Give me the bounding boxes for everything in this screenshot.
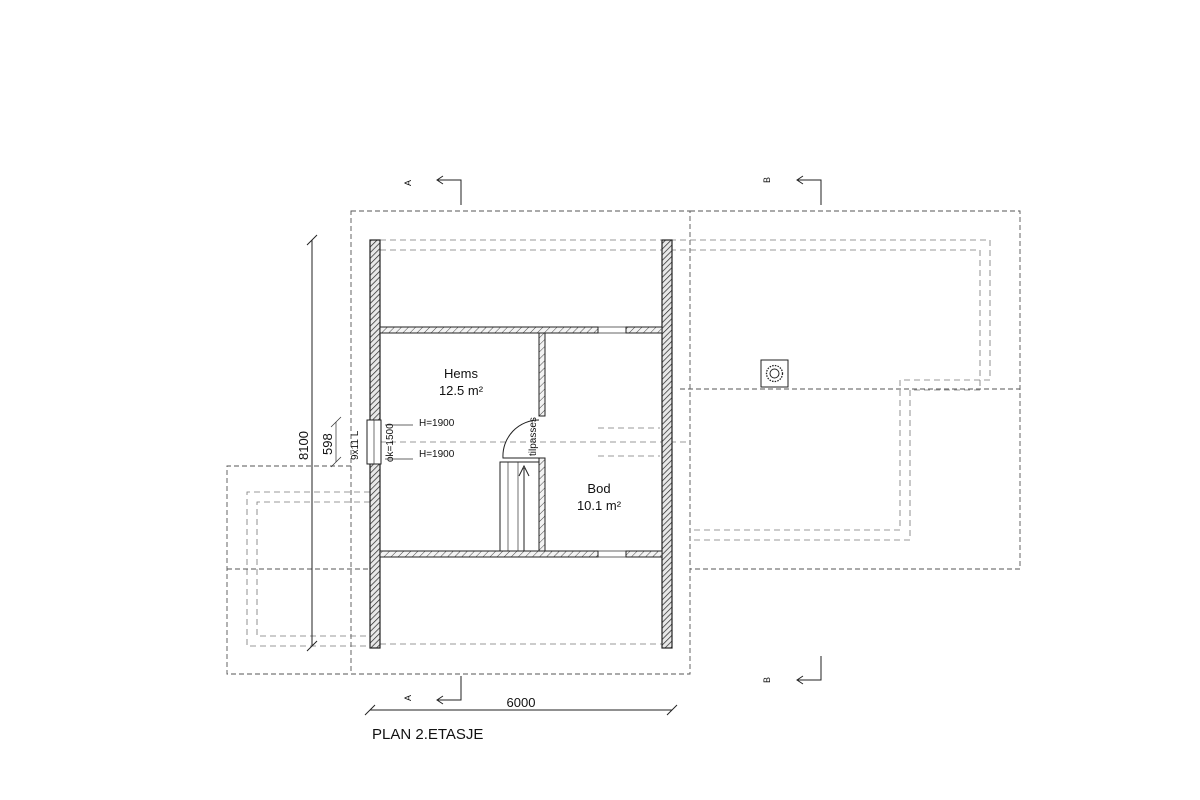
section-b-bottom-label: B bbox=[762, 677, 772, 683]
dimension-horizontal bbox=[364, 704, 678, 716]
room-area-bod: 10.1 m² bbox=[577, 498, 622, 513]
roof-outline bbox=[226, 210, 1021, 675]
room-name-bod: Bod bbox=[587, 481, 610, 496]
exterior-walls bbox=[369, 239, 673, 649]
window bbox=[366, 419, 413, 465]
stair bbox=[499, 461, 540, 552]
section-a-bottom-label: A bbox=[403, 695, 413, 701]
h-label-1: H=1900 bbox=[419, 418, 455, 429]
section-marker-a-bottom bbox=[436, 676, 462, 705]
h-label-2: H=1900 bbox=[419, 449, 455, 460]
room-name-hems: Hems bbox=[444, 366, 478, 381]
chimney bbox=[760, 359, 789, 388]
dimension-vertical bbox=[306, 234, 342, 652]
dimension-height-label: 8100 bbox=[296, 431, 311, 460]
door bbox=[502, 419, 540, 459]
ok-label: ok=1500 bbox=[385, 423, 396, 462]
plan-title: PLAN 2.ETASJE bbox=[372, 726, 483, 743]
stair-label: tilpasses bbox=[528, 417, 539, 456]
section-marker-b-bottom bbox=[796, 656, 822, 685]
section-a-top-label: A bbox=[403, 180, 413, 186]
section-marker-a-top bbox=[436, 175, 462, 205]
section-b-top-label: B bbox=[762, 177, 772, 183]
section-marker-b-top bbox=[796, 175, 822, 205]
room-area-hems: 12.5 m² bbox=[439, 383, 484, 398]
dimension-window-label: 598 bbox=[320, 433, 335, 455]
dimension-width-label: 6000 bbox=[507, 695, 536, 710]
window-label: 9x11 L bbox=[350, 430, 361, 460]
